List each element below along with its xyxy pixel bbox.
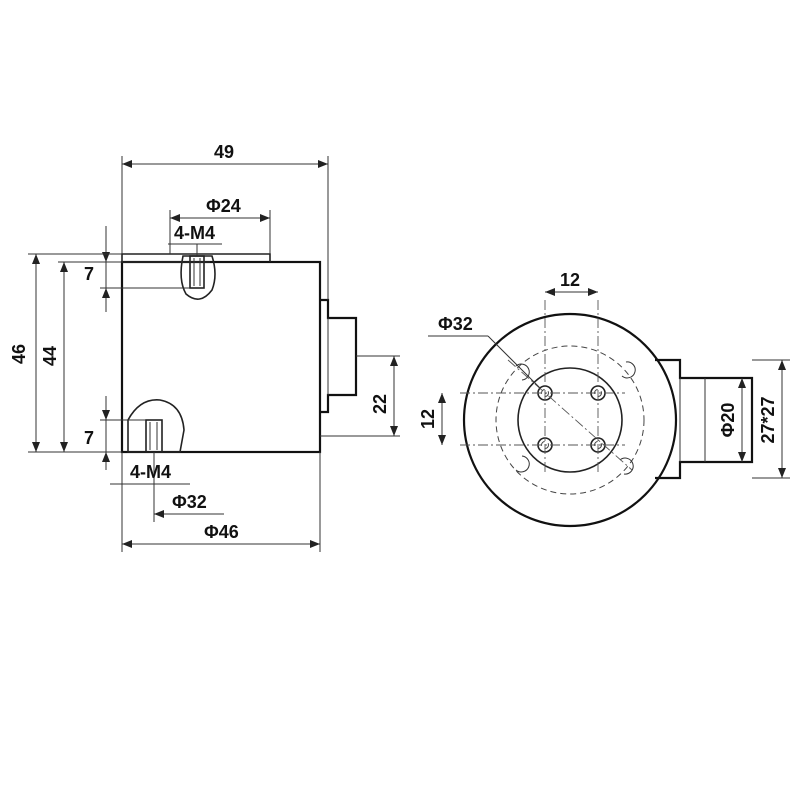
dim-shaft-label: 22 bbox=[370, 394, 390, 414]
bottom-thread-hole bbox=[145, 419, 163, 453]
dim-top-depth-label: 7 bbox=[84, 264, 94, 284]
dim-bottom-pcd-label: Φ32 bbox=[172, 492, 207, 512]
end-view: 12 Φ32 12 Φ20 27*27 bbox=[418, 270, 790, 528]
dim-top-thread-label: 4-M4 bbox=[174, 223, 215, 243]
dim-diameter-label: Φ46 bbox=[204, 522, 239, 542]
dim-shaft-dia-label: Φ20 bbox=[718, 403, 738, 438]
top-thread-hole bbox=[189, 255, 205, 289]
inner-bore bbox=[517, 367, 623, 473]
dim-bottom-depth-label: 7 bbox=[84, 428, 94, 448]
top-hole-section bbox=[180, 255, 216, 300]
center-holes bbox=[537, 385, 606, 453]
shaft-outline bbox=[320, 298, 358, 414]
outer-circle bbox=[462, 312, 678, 528]
body-outline bbox=[120, 260, 322, 454]
top-flange bbox=[121, 253, 271, 262]
dim-pcd-label: Φ32 bbox=[438, 314, 473, 334]
square-boss bbox=[655, 358, 754, 480]
dim-length-label: 49 bbox=[214, 142, 234, 162]
dim-hole-v-label: 12 bbox=[418, 409, 438, 429]
dim-height-outer-label: 46 bbox=[9, 344, 29, 364]
dim-height-inner-label: 44 bbox=[40, 346, 60, 366]
dim-square-label: 27*27 bbox=[758, 396, 778, 443]
dim-top-pcd-label: Φ24 bbox=[206, 196, 241, 216]
side-view: 49 Φ24 4-M4 7 46 44 bbox=[9, 142, 400, 552]
bottom-hole-section bbox=[127, 399, 185, 453]
dim-bottom-thread-label: 4-M4 bbox=[130, 462, 171, 482]
pcd-circle bbox=[495, 345, 645, 495]
dim-hole-h-label: 12 bbox=[560, 270, 580, 290]
